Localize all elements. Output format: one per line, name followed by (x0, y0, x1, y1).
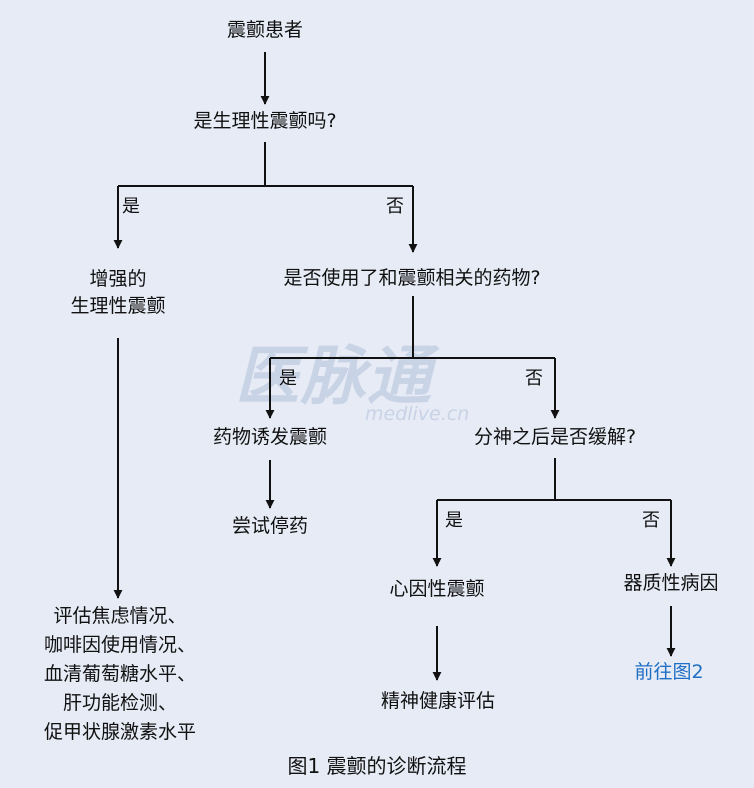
eval-item: 促甲状腺激素水平 (43, 721, 197, 743)
connector-q3-split (437, 458, 671, 501)
connector-q1-split (118, 142, 413, 187)
eval-item: 咖啡因使用情况、 (43, 634, 197, 656)
node-try-stop-drug: 尝试停药 (231, 515, 309, 537)
label-no-q1: 否 (386, 196, 404, 217)
node-organic-cause: 器质性病因 (623, 572, 719, 594)
node-psychogenic-tremor: 心因性震颤 (389, 578, 485, 600)
node-tremor-patient: 震颤患者 (226, 19, 304, 41)
label-no-q3: 否 (642, 510, 660, 531)
node-enhanced-line2: 生理性震颤 (70, 295, 166, 317)
label-no-q2: 否 (525, 368, 543, 389)
label-yes-q1: 是 (122, 196, 140, 217)
figure-caption: 图1 震颤的诊断流程 (287, 754, 467, 778)
eval-item: 肝功能检测、 (62, 692, 178, 714)
node-evaluation-list: 评估焦虑情况、 咖啡因使用情况、 血清葡萄糖水平、 肝功能检测、 促甲状腺激素水… (44, 602, 196, 747)
node-mental-health-eval: 精神健康评估 (380, 690, 496, 712)
node-enhanced-line1: 增强的 (89, 268, 147, 290)
connector-q2-split (270, 296, 555, 359)
label-yes-q2: 是 (279, 368, 297, 389)
label-yes-q3: 是 (445, 510, 463, 531)
eval-item: 血清葡萄糖水平、 (43, 663, 197, 685)
node-enhanced-physiological: 增强的 生理性震颤 (70, 266, 165, 320)
eval-item: 评估焦虑情况、 (53, 605, 187, 627)
node-drug-induced-tremor: 药物诱发震颤 (212, 426, 328, 448)
link-goto-figure-2[interactable]: 前往图2 (634, 661, 704, 683)
node-question-drugs: 是否使用了和震颤相关的药物? (283, 267, 541, 289)
node-question-distraction: 分神之后是否缓解? (473, 426, 637, 448)
node-question-physiological: 是生理性震颤吗? (193, 110, 337, 132)
